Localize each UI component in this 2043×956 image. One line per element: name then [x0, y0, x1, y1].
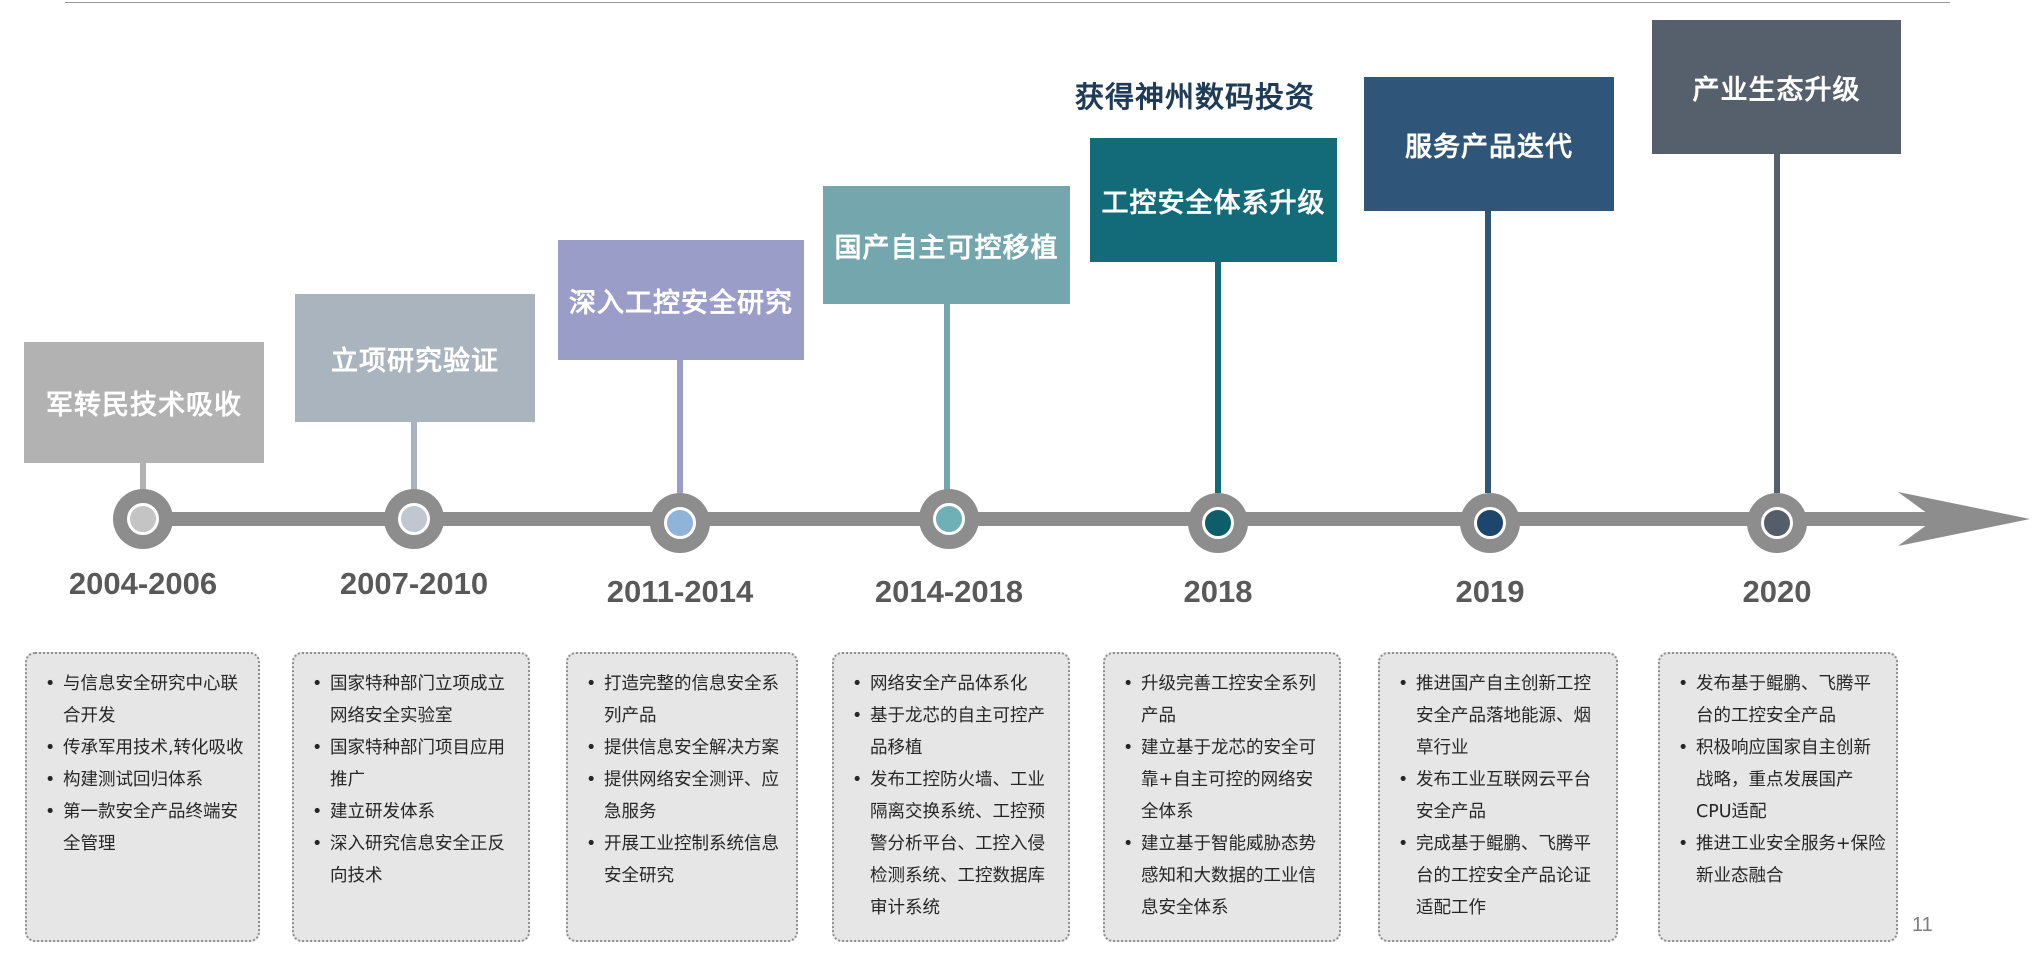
detail-item: 网络安全产品体系化 [850, 668, 1058, 700]
period-label: 2014-2018 [874, 574, 1024, 609]
timeline-node-dot [1761, 507, 1793, 539]
stage-label-ics-system-upgrade: 工控安全体系升级 [1090, 138, 1337, 262]
timeline-node-dot [933, 503, 965, 535]
detail-item: 建立基于龙芯的安全可靠+自主可控的网络安全体系 [1121, 732, 1329, 828]
timeline-node [650, 493, 710, 553]
timeline-node [384, 489, 444, 549]
milestone-detail-box: 升级完善工控安全系列产品 建立基于龙芯的安全可靠+自主可控的网络安全体系 建立基… [1103, 652, 1341, 942]
period-label: 2011-2014 [606, 574, 754, 609]
stage-connector [677, 360, 683, 493]
milestone-detail-box: 网络安全产品体系化 基于龙芯的自主可控产品移植 发布工控防火墙、工业隔离交换系统… [832, 652, 1070, 942]
detail-item: 构建测试回归体系 [43, 764, 248, 796]
timeline-arrowhead [1898, 492, 2030, 546]
detail-item: 与信息安全研究中心联合开发 [43, 668, 248, 732]
detail-item: 建立研发体系 [310, 796, 518, 828]
period-label: 2019 [1455, 574, 1525, 609]
milestone-detail-box: 发布基于鲲鹏、飞腾平台的工控安全产品 积极响应国家自主创新战略，重点发展国产CP… [1658, 652, 1898, 942]
detail-item: 国家特种部门项目应用推广 [310, 732, 518, 796]
detail-item: 推进工业安全服务+保险新业态融合 [1676, 828, 1886, 892]
timeline-node [1747, 493, 1807, 553]
period-label: 2007-2010 [339, 566, 489, 601]
timeline-node [1460, 493, 1520, 553]
detail-item: 国家特种部门立项成立网络安全实验室 [310, 668, 518, 732]
detail-item: 打造完整的信息安全系列产品 [584, 668, 786, 732]
period-label: 2018 [1183, 574, 1253, 609]
period-label: 2004-2006 [68, 566, 218, 601]
timeline-node [1188, 493, 1248, 553]
stage-label-service-iteration: 服务产品迭代 [1364, 77, 1614, 211]
stage-label-ecosystem-upgrade: 产业生态升级 [1652, 20, 1901, 154]
stage-connector [140, 463, 146, 493]
timeline-node-dot [398, 503, 430, 535]
milestone-detail-box: 推进国产自主创新工控安全产品落地能源、烟草行业 发布工业互联网云平台安全产品 完… [1378, 652, 1618, 942]
detail-item: 推进国产自主创新工控安全产品落地能源、烟草行业 [1396, 668, 1606, 764]
timeline-bar [140, 512, 1980, 526]
top-divider [65, 2, 1950, 3]
stage-label-ics-security-research: 深入工控安全研究 [558, 240, 804, 360]
detail-item: 建立基于智能威胁态势感知和大数据的工业信息安全体系 [1121, 828, 1329, 924]
detail-item: 发布基于鲲鹏、飞腾平台的工控安全产品 [1676, 668, 1886, 732]
stage-connector [1485, 211, 1491, 493]
stage-label-domestic-migration: 国产自主可控移植 [823, 186, 1070, 304]
timeline-node [113, 489, 173, 549]
detail-item: 积极响应国家自主创新战略，重点发展国产CPU适配 [1676, 732, 1886, 828]
detail-item: 传承军用技术,转化吸收 [43, 732, 248, 764]
stage-label-military-to-civil: 军转民技术吸收 [24, 342, 264, 463]
timeline-node-dot [664, 507, 696, 539]
detail-item: 基于龙芯的自主可控产品移植 [850, 700, 1058, 764]
period-label: 2020 [1742, 574, 1812, 609]
milestone-detail-box: 打造完整的信息安全系列产品 提供信息安全解决方案 提供网络安全测评、应急服务 开… [566, 652, 798, 942]
detail-item: 完成基于鲲鹏、飞腾平台的工控安全产品论证适配工作 [1396, 828, 1606, 924]
timeline-node-dot [1202, 507, 1234, 539]
detail-item: 提供网络安全测评、应急服务 [584, 764, 786, 828]
timeline-node-dot [127, 503, 159, 535]
stage-connector [1774, 154, 1780, 493]
timeline-node-dot [1474, 507, 1506, 539]
detail-item: 发布工控防火墙、工业隔离交换系统、工控预警分析平台、工控入侵检测系统、工控数据库… [850, 764, 1058, 924]
detail-item: 深入研究信息安全正反向技术 [310, 828, 518, 892]
stage-connector [411, 422, 417, 493]
detail-item: 开展工业控制系统信息安全研究 [584, 828, 786, 892]
page-number: 11 [1912, 914, 1933, 936]
funding-note: 获得神州数码投资 [1075, 80, 1316, 114]
timeline-node [919, 489, 979, 549]
stage-label-research-validation: 立项研究验证 [295, 294, 535, 422]
detail-item: 发布工业互联网云平台安全产品 [1396, 764, 1606, 828]
detail-item: 第一款安全产品终端安全管理 [43, 796, 248, 860]
milestone-detail-box: 与信息安全研究中心联合开发 传承军用技术,转化吸收 构建测试回归体系 第一款安全… [25, 652, 260, 942]
stage-connector [1215, 262, 1221, 493]
stage-connector [944, 304, 950, 493]
detail-item: 提供信息安全解决方案 [584, 732, 786, 764]
milestone-detail-box: 国家特种部门立项成立网络安全实验室 国家特种部门项目应用推广 建立研发体系 深入… [292, 652, 530, 942]
detail-item: 升级完善工控安全系列产品 [1121, 668, 1329, 732]
